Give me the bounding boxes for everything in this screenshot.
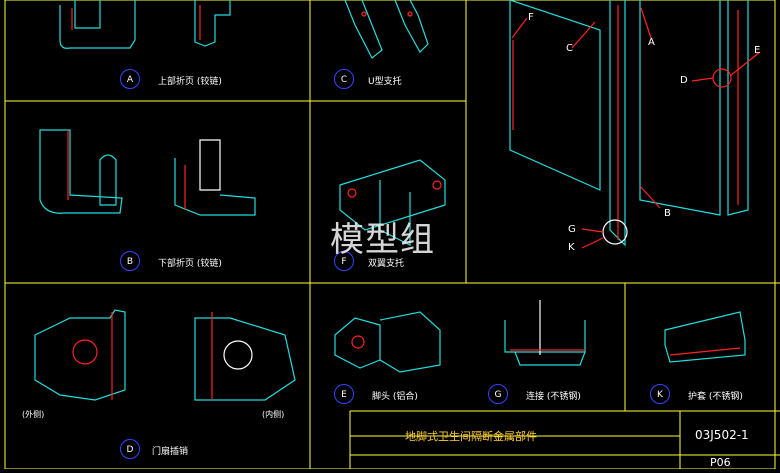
panel-label-k: 护套 (不锈钢): [688, 392, 743, 402]
panel-tag-c: C: [334, 69, 354, 89]
callout-b: B: [664, 208, 671, 219]
callout-c: C: [566, 43, 573, 54]
side-note-inner: (内侧): [262, 410, 285, 419]
panel-label-b: 下部折页 (铰链): [158, 259, 222, 269]
panel-label-e: 脚头 (铝合): [372, 392, 418, 402]
hinge-bottom-drawing: [39, 129, 256, 216]
panel-label-g: 连接 (不锈钢): [526, 392, 581, 402]
callout-e: E: [754, 45, 761, 56]
title-block-title: 地脚式卫生间隔断金属部件: [405, 430, 537, 443]
watermark-text: 模型组: [330, 220, 435, 260]
panel-label-c: U型支托: [368, 77, 402, 87]
panel-label-f: 双翼支托: [368, 259, 405, 269]
panel-label-d: 门扇插销: [152, 447, 189, 457]
panel-tag-k: K: [650, 384, 670, 404]
callout-d: D: [680, 75, 688, 86]
callout-a: A: [648, 37, 655, 48]
double-bracket-drawing: [339, 159, 446, 246]
panel-label-a: 上部折页 (铰链): [158, 77, 222, 87]
title-block-page: P06: [710, 456, 731, 469]
side-note-outer: (外侧): [22, 410, 45, 419]
u-bracket-drawing: [344, 0, 429, 59]
callout-f: F: [528, 12, 534, 23]
sleeve-k-drawing: [664, 311, 746, 363]
panel-tag-d: D: [120, 439, 140, 459]
callout-g: G: [568, 224, 576, 235]
panel-tag-a: A: [120, 69, 140, 89]
panel-tag-e: E: [334, 384, 354, 404]
partition-assembly-drawing: [509, 0, 761, 249]
hinge-top-drawing: [59, 0, 231, 49]
callout-k: K: [568, 242, 575, 253]
panel-tag-b: B: [120, 251, 140, 271]
connector-g-drawing: [504, 300, 586, 366]
panel-tag-g: G: [488, 384, 508, 404]
foot-connector-drawing: [334, 311, 441, 373]
panel-tag-f: F: [334, 251, 354, 271]
door-latch-drawing: [34, 309, 296, 401]
title-block-code: 03J502-1: [695, 428, 749, 442]
